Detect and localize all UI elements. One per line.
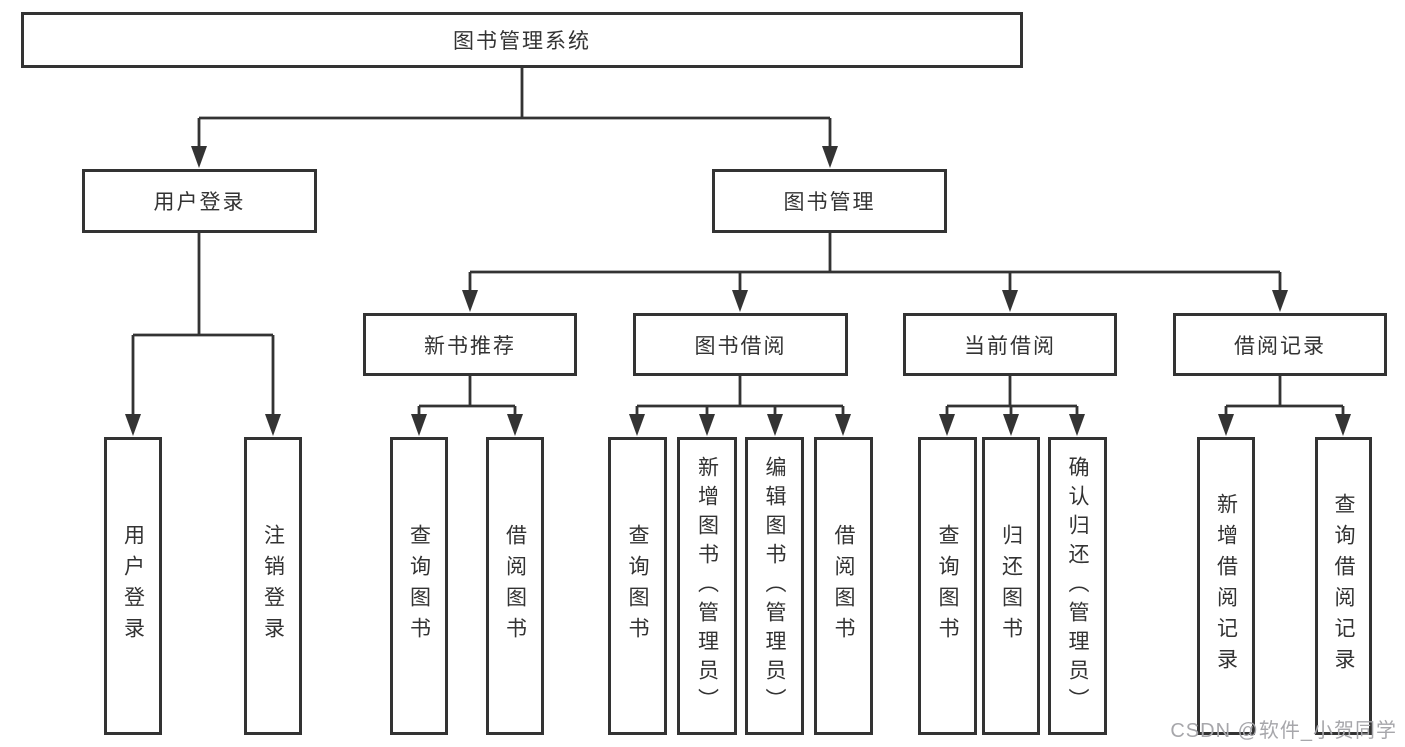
leaf-add-borrow-record-label: 新增借阅记录 (1214, 493, 1238, 679)
leaf-query-books-borrowing-label: 查询图书 (626, 524, 649, 648)
leaf-borrow-books-recommend: 借阅图书 (486, 437, 544, 735)
leaf-query-books-recommend: 查询图书 (390, 437, 448, 735)
leaf-borrow-books-label: 借阅图书 (832, 524, 855, 648)
leaf-query-books-recommend-label: 查询图书 (407, 524, 431, 648)
leaf-confirm-return-admin-label: 确认归还（管理员） (1066, 455, 1089, 717)
node-borrowing-records: 借阅记录 (1173, 313, 1387, 376)
leaf-confirm-return-admin: 确认归还（管理员） (1048, 437, 1107, 735)
leaf-borrow-books-recommend-label: 借阅图书 (503, 524, 527, 648)
leaf-return-books: 归还图书 (982, 437, 1040, 735)
node-book-management-label: 图书管理 (783, 191, 876, 214)
leaf-query-books-borrowing: 查询图书 (608, 437, 667, 735)
csdn-watermark: CSDN @软件_小贺同学 (1170, 720, 1397, 742)
leaf-return-books-label: 归还图书 (999, 524, 1023, 648)
node-root-system: 图书管理系统 (21, 12, 1023, 68)
leaf-query-books-current-label: 查询图书 (936, 524, 959, 648)
node-user-login-label: 用户登录 (153, 191, 246, 214)
leaf-logout-label: 注销登录 (261, 524, 285, 648)
leaf-add-books-admin-label: 新增图书（管理员） (695, 455, 719, 717)
node-new-book-recommendation: 新书推荐 (363, 313, 577, 376)
node-book-borrowing-label: 图书借阅 (694, 334, 787, 358)
node-new-book-recommendation-label: 新书推荐 (424, 334, 516, 358)
leaf-borrow-books: 借阅图书 (814, 437, 873, 735)
node-root-system-label: 图书管理系统 (453, 30, 591, 53)
node-current-borrowing: 当前借阅 (903, 313, 1117, 376)
leaf-edit-books-admin-label: 编辑图书（管理员） (763, 455, 786, 717)
node-book-management: 图书管理 (712, 169, 947, 233)
leaf-add-books-admin: 新增图书（管理员） (677, 437, 737, 735)
leaf-add-borrow-record: 新增借阅记录 (1197, 437, 1255, 735)
leaf-user-login-label: 用户登录 (121, 524, 145, 648)
node-current-borrowing-label: 当前借阅 (964, 334, 1056, 358)
leaf-query-books-current: 查询图书 (918, 437, 977, 735)
leaf-edit-books-admin: 编辑图书（管理员） (745, 437, 804, 735)
node-book-borrowing: 图书借阅 (633, 313, 848, 376)
arrowheads (125, 146, 1351, 436)
leaf-query-borrow-record-label: 查询借阅记录 (1332, 493, 1355, 679)
leaf-user-login: 用户登录 (104, 437, 162, 735)
node-borrowing-records-label: 借阅记录 (1234, 334, 1326, 358)
leaf-logout: 注销登录 (244, 437, 302, 735)
node-user-login: 用户登录 (82, 169, 317, 233)
leaf-query-borrow-record: 查询借阅记录 (1315, 437, 1372, 735)
